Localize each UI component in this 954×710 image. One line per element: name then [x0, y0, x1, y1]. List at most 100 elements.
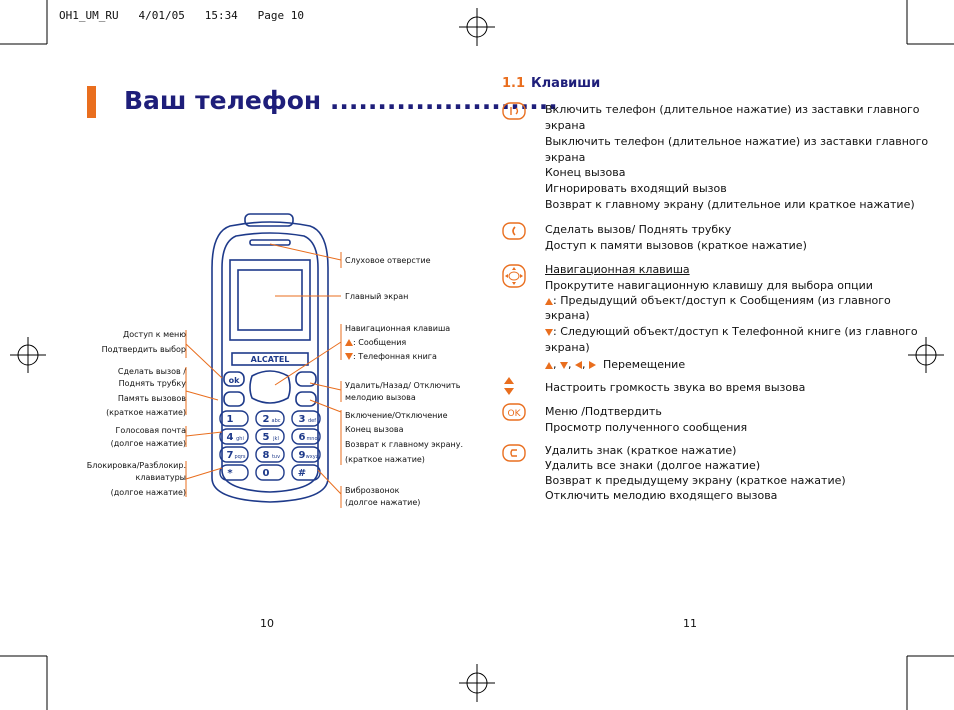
label-answer: Поднять трубку [118, 379, 186, 388]
keypad-key [219, 428, 249, 445]
keypad-key [219, 410, 249, 427]
page-number-left: 10 [260, 617, 274, 630]
label-menu-access: Доступ к меню [122, 330, 186, 339]
label-long-press-3: (долгое нажатие) [345, 498, 421, 507]
line-nav-move: , , , Перемещение [545, 357, 685, 373]
keypad-key-label: 1 [227, 414, 234, 425]
keypad-key-letters: def [308, 418, 316, 424]
line-delete-char: Удалить знак (краткое нажатие) [545, 444, 737, 457]
keypad-key [255, 464, 285, 481]
keypad-key [255, 428, 285, 445]
label-power: Включение/Отключение [345, 411, 448, 420]
print-header: OH1_UM_RU 4/01/05 15:34 Page 10 [59, 9, 305, 22]
line-nav-scroll: Прокрутите навигационную клавишу для выб… [545, 279, 873, 292]
label-phonebook: : Телефонная книга [345, 352, 437, 362]
label-delete-back: Удалить/Назад/ Отключить [345, 381, 461, 390]
up-arrow-icon [545, 297, 553, 305]
label-messages: : Сообщения [345, 338, 406, 348]
volume-icon [504, 377, 514, 395]
label-home: Возврат к главному экрану. [345, 440, 463, 449]
line-nav-down: : Следующий объект/доступ к Телефонной к… [545, 324, 918, 340]
up-arrow-icon [345, 339, 353, 346]
label-short-press-2: (краткое нажатие) [345, 455, 425, 464]
title-accent-bar [87, 86, 96, 118]
line-end-call: Конец вызова [545, 166, 626, 179]
line-call-memory: Доступ к памяти вызовов (краткое нажатие… [545, 239, 807, 252]
keypad-key-label: # [298, 468, 306, 479]
keypad-key [255, 446, 285, 463]
line-delete-all: Удалить все знаки (долгое нажатие) [545, 459, 761, 472]
keypad-key-label: 7 [227, 450, 234, 461]
label-mute-ring: мелодию вызова [345, 393, 416, 402]
line-power-off-2: экрана [545, 151, 586, 164]
keypad-key [291, 446, 321, 463]
label-confirm: Подтвердить выбор [101, 345, 186, 354]
end-call-icon [502, 102, 526, 120]
send-call-icon [502, 222, 526, 240]
line-power-off: Выключить телефон (длительное нажатие) и… [545, 135, 929, 148]
line-ignore-call: Игнорировать входящий вызов [545, 182, 727, 195]
up-arrow-icon [545, 361, 553, 369]
keypad-key-letters: mno [306, 436, 317, 442]
page-number-right: 11 [683, 617, 697, 630]
keypad-key [255, 410, 285, 427]
line-volume: Настроить громкость звука во время вызов… [545, 381, 806, 394]
label-voicemail: Голосовая почта [115, 426, 186, 435]
keypad-key [291, 428, 321, 445]
label-keypad: клавиатуры [135, 473, 186, 482]
svg-text:OK: OK [508, 409, 522, 419]
svg-text:ok: ok [229, 376, 240, 385]
line-view-message: Просмотр полученного сообщения [545, 421, 748, 434]
keypad-key-letters: pqrs [234, 454, 245, 460]
label-end-call: Конец вызова [345, 425, 404, 434]
keypad-key-label: 2 [263, 414, 270, 425]
line-nav-up-2: экрана) [545, 309, 590, 322]
keypad-key [291, 410, 321, 427]
keypad-key-letters: jkl [272, 436, 279, 442]
right-arrow-icon [589, 361, 596, 369]
keypad-key-label: * [227, 468, 233, 479]
keypad-key-label: 3 [299, 414, 306, 425]
keypad-key-letters: abc [272, 418, 281, 424]
keypad-key-label: 0 [263, 468, 270, 479]
down-arrow-icon [560, 361, 568, 369]
line-nav-down-2: экрана) [545, 341, 590, 354]
label-main-screen: Главный экран [345, 292, 409, 301]
label-long-press-1: (долгое нажатие) [110, 439, 186, 448]
line-make-call: Сделать вызов/ Поднять трубку [545, 223, 732, 236]
down-arrow-icon [545, 328, 553, 336]
keypad-key [219, 464, 249, 481]
keypad-key-label: 6 [299, 432, 306, 443]
label-nav-key: Навигационная клавиша [345, 324, 451, 333]
keypad-key [219, 446, 249, 463]
phone-brand: ALCATEL [251, 355, 290, 364]
label-keypad-lock: Блокировка/Разблокир. [86, 461, 186, 470]
page-title: Ваш телефон ........................ [124, 86, 558, 115]
label-call-memory: Память вызовов [117, 394, 186, 403]
keypad-key-label: 9 [299, 450, 306, 461]
label-earpiece: Слуховое отверстие [345, 256, 431, 265]
label-call: Сделать вызов / [117, 367, 186, 376]
left-arrow-icon [575, 361, 582, 369]
line-nav-up: : Предыдущий объект/доступ к Сообщениям … [545, 293, 891, 309]
line-power-on: Включить телефон (длительное нажатие) из… [545, 103, 920, 116]
label-long-press-2: (долгое нажатие) [110, 488, 186, 497]
line-home: Возврат к главному экрану (длительное ил… [545, 198, 915, 211]
navigation-key-icon [502, 264, 526, 288]
line-nav-title: Навигационная клавиша [545, 263, 690, 276]
line-menu-confirm: Меню /Подтвердить [545, 405, 662, 418]
keypad-key-label: 4 [227, 432, 234, 443]
line-back: Возврат к предыдущему экрану (краткое на… [545, 474, 846, 487]
keypad-key-letters: wxyz [306, 454, 319, 460]
keypad-key-letters: tuv [272, 454, 280, 460]
keypad-key-letters: ghi [236, 436, 244, 442]
keypad-key-label: 5 [263, 432, 270, 443]
clear-key-icon [502, 444, 526, 462]
label-vibrate: Виброзвонок [345, 486, 400, 495]
line-mute-ring: Отключить мелодию входящего вызова [545, 489, 778, 502]
ok-key-icon: OK [502, 403, 526, 421]
